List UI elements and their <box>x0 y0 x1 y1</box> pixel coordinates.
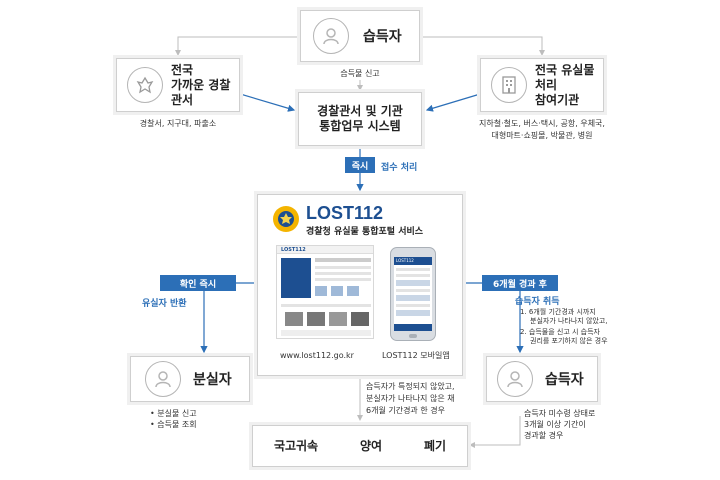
finder-top-box: 습득자 <box>300 10 420 62</box>
finder-bottom-note-line1: 습득자 미수령 상태로 <box>524 409 596 418</box>
person-icon <box>313 18 349 54</box>
owner-item-1: • 분실물 신고 <box>150 409 197 418</box>
portal-subtitle: 경찰청 유실물 통합포털 서비스 <box>306 227 424 237</box>
outcome-state-treasury: 국고귀속 <box>273 438 319 453</box>
immediate-label: 접수 처리 <box>381 163 418 173</box>
outcome-transfer: 양여 <box>359 438 383 453</box>
web-mini-logo: LOST112 <box>281 247 306 253</box>
portal-logo-text: LOST112 <box>306 203 384 223</box>
finder-top-caption: 습득물 신고 <box>340 69 380 78</box>
mobile-header: LOST112 <box>394 257 432 265</box>
center-note-line2: 분실자가 나타나지 않은 채 <box>366 394 455 403</box>
line-finder-to-outcome <box>469 416 521 448</box>
owner-item-2: • 습득물 조회 <box>150 420 197 429</box>
police-caption: 경찰서, 지구대, 파출소 <box>139 119 217 128</box>
finder-bottom-title: 습득자 <box>545 372 584 388</box>
police-title-line1: 전국 <box>171 62 194 77</box>
police-emblem-icon <box>272 205 300 233</box>
portal-box: LOST112 경찰청 유실물 통합포털 서비스 LOST112 www.los… <box>257 194 463 376</box>
system-title-line2: 통합업무 시스템 <box>319 119 401 133</box>
finder-bottom-note-line2: 3개월 이상 기간이 <box>524 420 586 429</box>
line-finder-to-agency <box>420 36 545 56</box>
six-months-note2-line2: 권리를 포기하지 않은 경우 <box>530 337 608 345</box>
web-caption: www.lost112.go.kr <box>280 351 354 360</box>
six-months-note2-line1: 2. 습득물을 신고 시 습득자 <box>520 328 600 336</box>
line-portal-to-owner <box>200 282 257 354</box>
finder-bottom-note-line3: 경과할 경우 <box>524 431 564 440</box>
six-months-note1-line1: 1. 6개월 기간경과 시까지 <box>520 308 596 316</box>
mobile-screenshot: LOST112 <box>390 247 436 341</box>
six-months-note1-line2: 분실자가 나타나지 않았고, <box>530 317 608 325</box>
immediate-tag: 즉시 <box>345 157 375 173</box>
owner-title: 분실자 <box>193 372 232 388</box>
police-badge-icon <box>127 67 163 103</box>
system-title-line1: 경찰관서 및 기관 <box>317 104 403 118</box>
police-title-line2: 가까운 경찰관서 <box>171 77 231 107</box>
line-portal-to-finder <box>463 282 524 354</box>
outcome-disposal: 폐기 <box>423 438 447 453</box>
confirm-tag: 확인 즉시 <box>160 275 236 291</box>
owner-box: 분실자 <box>130 356 250 402</box>
agency-caption-line1: 지하철·철도, 버스·택시, 공항, 우체국, <box>479 119 605 128</box>
finder-top-title: 습득자 <box>363 29 402 45</box>
building-icon <box>491 67 527 103</box>
finder-bottom-box: 습득자 <box>486 356 598 402</box>
confirm-label: 유실자 반환 <box>142 299 187 309</box>
agency-caption-line2: 대형마트·쇼핑몰, 박물관, 병원 <box>491 131 593 140</box>
center-note-line1: 습득자가 특정되지 않았고, <box>366 382 455 391</box>
agency-title-line1: 전국 유실물 처리 <box>535 62 595 92</box>
integrated-system-box: 경찰관서 및 기관 통합업무 시스템 <box>298 92 422 146</box>
mobile-caption: LOST112 모바일앱 <box>382 351 450 360</box>
person-icon <box>145 361 181 397</box>
agency-title-line2: 참여기관 <box>535 92 580 107</box>
person-icon <box>497 361 533 397</box>
police-station-box: 전국 가까운 경찰관서 <box>116 58 240 112</box>
agency-box: 전국 유실물 처리 참여기관 <box>480 58 604 112</box>
six-months-tag: 6개월 경과 후 <box>482 275 558 291</box>
web-screenshot: LOST112 <box>276 245 374 339</box>
center-note-line3: 6개월 기간경과 한 경우 <box>366 406 445 415</box>
six-months-label: 습득자 취득 <box>515 297 560 307</box>
line-finder-to-police <box>175 36 300 56</box>
outcome-box: 국고귀속 양여 폐기 <box>252 425 468 467</box>
